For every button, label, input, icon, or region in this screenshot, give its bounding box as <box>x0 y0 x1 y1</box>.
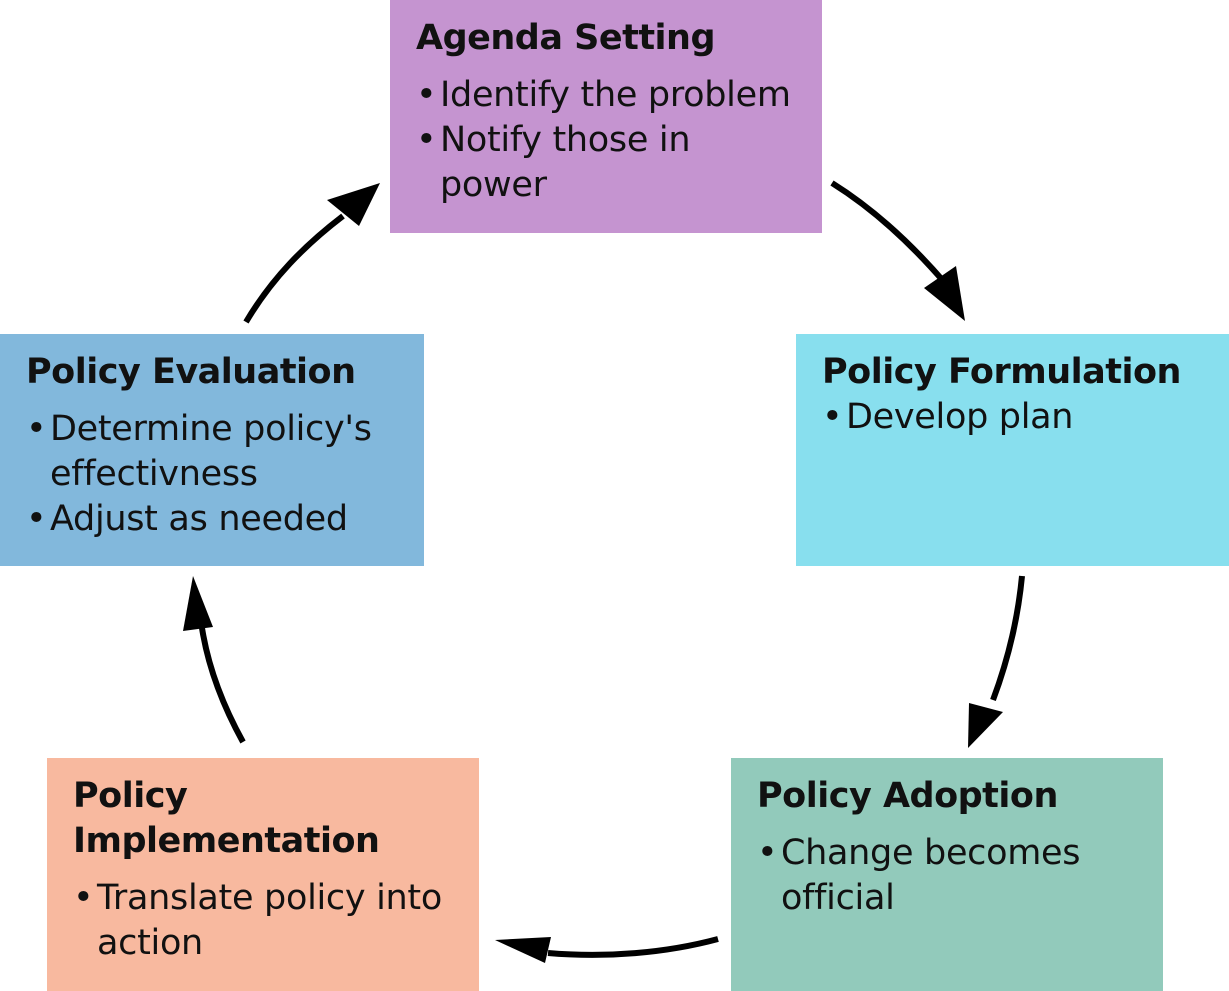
stage-bullet: Adjust as needed <box>26 497 398 542</box>
stage-bullet-list: Identify the problem Notify those in pow… <box>416 73 796 208</box>
stage-bullet: Identify the problem <box>416 73 796 118</box>
stage-bullet-list: Change becomes official <box>757 831 1137 921</box>
arrow-evaluation-to-agenda <box>243 183 380 324</box>
stage-bullet-list: Translate policy into action <box>73 876 453 966</box>
stage-title: Agenda Setting <box>416 18 716 58</box>
stage-bullet: Translate policy into action <box>73 876 453 966</box>
stage-agenda-setting: Agenda Setting Identify the problem Noti… <box>390 0 822 233</box>
stage-title: Policy Evaluation <box>26 352 356 392</box>
stage-bullet: Develop plan <box>822 395 1203 440</box>
stage-title: Policy Implementation <box>73 776 380 861</box>
stage-bullet: Notify those in power <box>416 118 796 208</box>
stage-bullet: Determine policy's effectivness <box>26 407 398 497</box>
stage-bullet: Change becomes official <box>757 831 1137 921</box>
stage-bullet-list: Determine policy's effectivness Adjust a… <box>26 407 398 542</box>
arrow-adoption-to-implementation <box>495 936 719 963</box>
stage-title: Policy Formulation <box>822 352 1181 392</box>
stage-bullet-list: Develop plan <box>822 395 1203 440</box>
arrow-agenda-to-formulation <box>830 180 965 321</box>
stage-policy-formulation: Policy Formulation Develop plan <box>796 334 1229 566</box>
stage-policy-evaluation: Policy Evaluation Determine policy's eff… <box>0 334 424 566</box>
arrow-implementation-to-evaluation <box>183 576 246 744</box>
stage-policy-implementation: Policy Implementation Translate policy i… <box>47 758 479 991</box>
arrow-formulation-to-adoption <box>968 575 1025 748</box>
stage-title: Policy Adoption <box>757 776 1058 816</box>
stage-policy-adoption: Policy Adoption Change becomes official <box>731 758 1163 991</box>
